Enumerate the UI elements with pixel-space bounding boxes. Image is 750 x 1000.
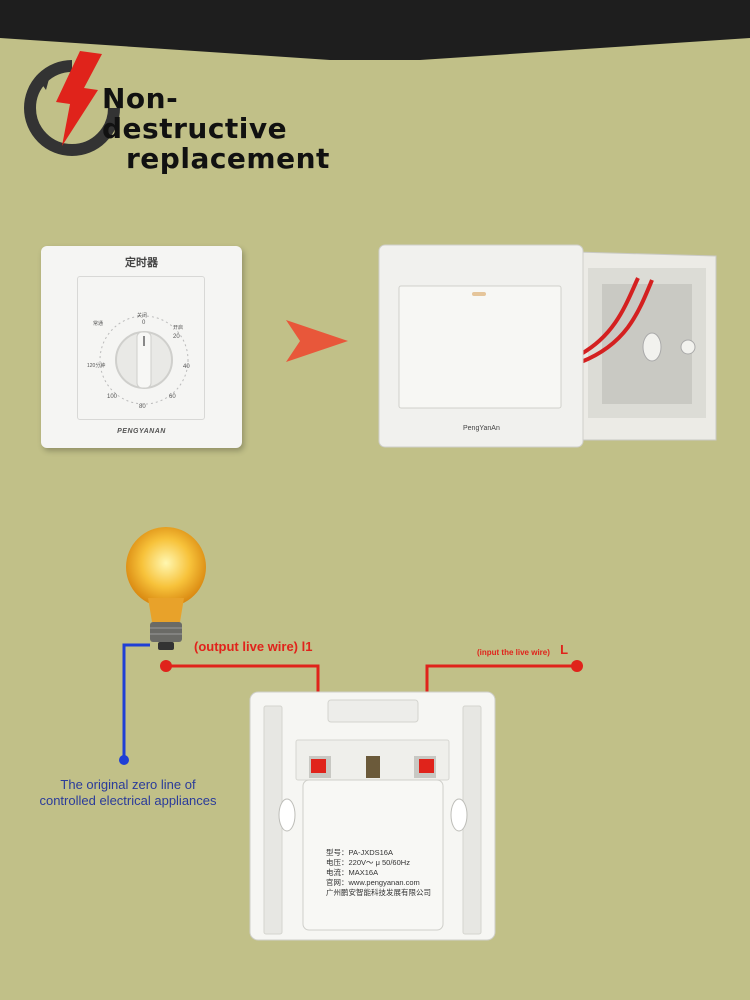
spec-label: 型号：PA-JXDS16A 电压：220V～ μ 50/60Hz 电流：MAX1… xyxy=(326,848,431,898)
neutral-label-line-1: The original zero line of xyxy=(60,777,196,792)
wiring-diagram xyxy=(119,527,583,941)
arrow-right-icon xyxy=(286,320,348,362)
dial-label: 20 xyxy=(173,334,180,340)
switch-with-junction-box xyxy=(378,244,717,448)
dial-label: 常通 xyxy=(93,321,104,327)
dial-label: 80 xyxy=(139,404,146,410)
dial-label: 关闭 xyxy=(137,313,148,319)
switch-back-panel xyxy=(249,691,496,941)
input-live-wire-text: (input the live wire) xyxy=(477,648,550,657)
input-terminal-label: L xyxy=(560,642,569,657)
title-line-1: Non-destructive xyxy=(102,82,288,145)
timer-inner-frame xyxy=(77,276,205,420)
dial-label: 0 xyxy=(142,320,146,326)
page-title: Non-destructive replacement xyxy=(102,84,362,174)
timer-dial xyxy=(99,315,189,405)
timer-brand: PENGYANAN xyxy=(117,428,166,435)
dial-label: 120分钟 xyxy=(87,363,106,369)
neutral-label-line-2: controlled electrical appliances xyxy=(39,793,217,808)
dial-label: 40 xyxy=(183,364,190,370)
spec-company: 广州鹏安智能科技发展有限公司 xyxy=(326,888,431,897)
input-live-wire-label: (input the live wire) L xyxy=(477,642,569,658)
output-live-wire-label: (output live wire) l1 xyxy=(194,639,313,654)
spec-voltage: 电压：220V～ μ 50/60Hz xyxy=(326,858,410,867)
spec-website: 官网：www.pengyanan.com xyxy=(326,878,420,887)
title-line-2: replacement xyxy=(126,142,330,175)
timer-switch-panel: 定时器 常通 关闭 0 开启 20 40 60 80 100 120分钟 PEN… xyxy=(41,246,242,448)
lightning-refresh-icon xyxy=(24,51,120,156)
switch-brand: PengYanAn xyxy=(463,425,500,432)
dial-label: 100 xyxy=(107,394,118,400)
header: Non-destructive replacement xyxy=(22,46,362,174)
dial-label: 60 xyxy=(169,394,176,400)
dial-label: 开启 xyxy=(173,325,184,331)
spec-current: 电流：MAX16A xyxy=(326,868,379,877)
neutral-line-label: The original zero line of controlled ele… xyxy=(14,777,242,809)
top-banner xyxy=(0,0,750,60)
spec-model: 型号：PA-JXDS16A xyxy=(326,848,393,857)
light-bulb-icon xyxy=(126,527,206,650)
timer-title: 定时器 xyxy=(125,256,158,269)
